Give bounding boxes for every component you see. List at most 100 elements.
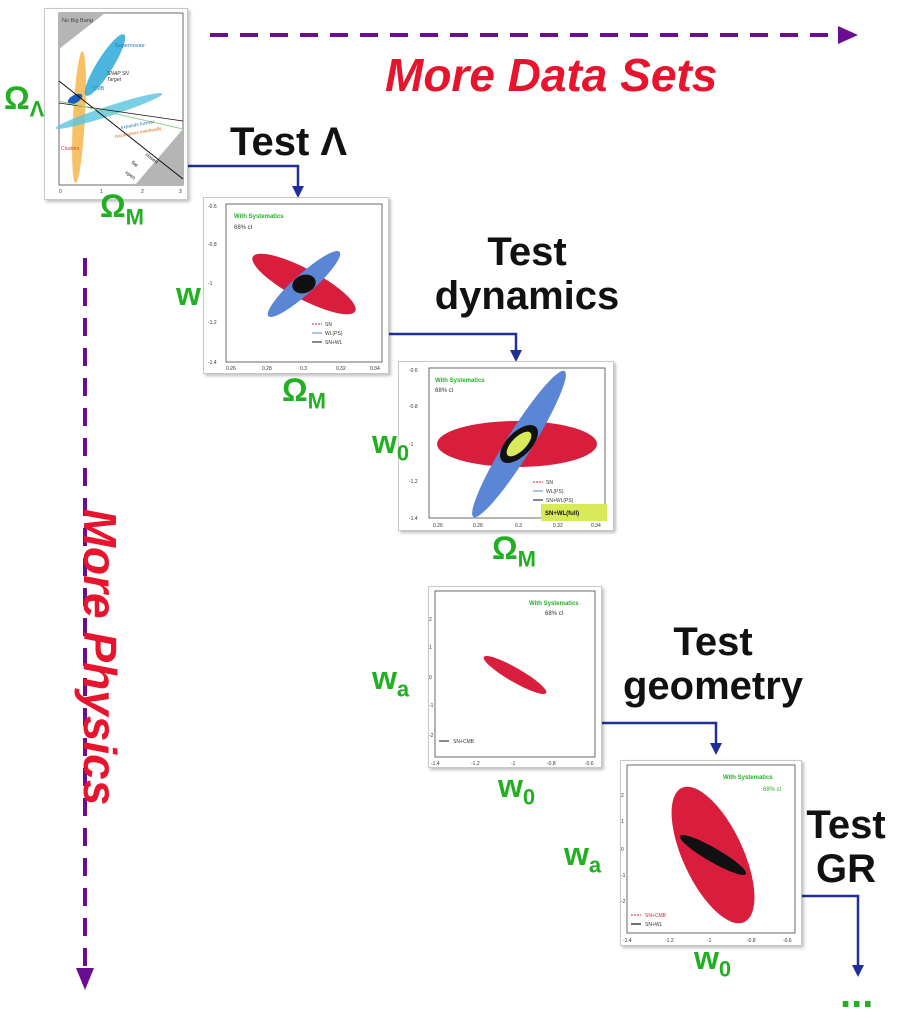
p1-tick-x3: 3 <box>179 189 182 195</box>
p4-tick-x0: -1.4 <box>431 761 440 767</box>
test-lambda-label: Test Λ <box>230 120 348 164</box>
p2-cl: 68% cl <box>234 225 252 231</box>
p3-tick-y3: -1.2 <box>409 479 418 485</box>
p1-y-axis-name: ΩΛ <box>4 80 45 122</box>
p2-tick-y1: -0.8 <box>208 242 217 248</box>
p2-tick-y0: -0.6 <box>208 204 217 210</box>
p5-x-axis-name: w0 <box>694 940 732 982</box>
p5-tick-x1: -1.2 <box>665 938 674 944</box>
test-geometry-line2: geometry <box>622 664 804 708</box>
p3-title: With Systematics <box>435 378 485 384</box>
test-gr-line1: Test <box>806 803 886 847</box>
p4-tick-x1: -1.2 <box>471 761 480 767</box>
p4-cl: 68% cl <box>545 611 563 617</box>
p2-tick-y4: -1.4 <box>208 360 217 366</box>
p3-cl: 68% cl <box>435 388 453 394</box>
p3-x-axis-name: ΩM <box>492 530 536 572</box>
p1-tick-x0: 0 <box>59 189 62 195</box>
p2-x-axis-name: ΩM <box>282 372 326 414</box>
p4-legend-0: SN+CMB <box>453 739 475 745</box>
p1-label-expands: expands forever <box>120 119 155 131</box>
panel-w-omega-m: With Systematics 68% cl SN WL(PS) SN+WL … <box>203 197 389 374</box>
p1-label-clusters: Clusters <box>61 146 80 152</box>
p2-tick-x4: 0.34 <box>370 366 380 372</box>
ellipsis-label: ... <box>840 972 874 1016</box>
test-gr-label: Test GR <box>796 803 896 891</box>
test-geometry-line1: Test <box>673 620 753 664</box>
p1-label-snap: SNAP SN <box>107 71 129 77</box>
panel-omega-lambda-omega-m: No Big Bang Supernovae SNAP SN Target CM… <box>44 8 188 200</box>
p3-tick-x2: 0.3 <box>515 523 522 529</box>
p3-badge: SN+WL(full) <box>545 511 579 517</box>
panel-wa-w0-sn-cmb: With Systematics 68% cl SN+CMB 2 1 0 -1 … <box>428 586 602 768</box>
p5-tick-y2: 0 <box>621 847 624 853</box>
p1-label-flat: flat <box>130 160 139 169</box>
more-data-sets-label: More Data Sets <box>385 49 718 101</box>
test-dynamics-line1: Test <box>487 230 567 274</box>
p4-title: With Systematics <box>529 601 579 607</box>
p5-legend-0: SN+CMB <box>645 913 667 919</box>
p3-tick-y1: -0.8 <box>409 404 418 410</box>
p1-label-cmb: CMB <box>93 86 105 92</box>
p3-tick-y4: -1.4 <box>409 516 418 522</box>
p5-tick-y1: 1 <box>621 819 624 825</box>
p1-label-supernovae: Supernovae <box>115 43 145 49</box>
p4-tick-y1: 1 <box>429 645 432 651</box>
test-geometry-label: Test geometry <box>608 620 818 708</box>
p4-tick-x3: -0.8 <box>547 761 556 767</box>
test-dynamics-line2: dynamics <box>434 274 620 318</box>
p2-tick-x0: 0.26 <box>226 366 236 372</box>
p5-title: With Systematics <box>723 775 773 781</box>
p2-y-axis-name: w <box>176 276 201 312</box>
p3-tick-x1: 0.28 <box>473 523 483 529</box>
p4-tick-y4: -2 <box>429 733 434 739</box>
p5-tick-x4: -0.6 <box>783 938 792 944</box>
p4-x-axis-name: w0 <box>498 768 536 810</box>
p5-legend-1: SN+WL <box>645 922 663 928</box>
p2-legend-1: WL(PS) <box>325 331 343 337</box>
p3-y-axis-name: w0 <box>372 424 410 466</box>
p1-label-open: open <box>124 170 137 182</box>
p1-label-nobigbang: No Big Bang <box>62 18 93 24</box>
p1-tick-x1: 1 <box>100 189 103 195</box>
p5-tick-x0: -1.4 <box>623 938 632 944</box>
panel-w0-omega-m: With Systematics 68% cl SN WL(PS) SN+WL(… <box>398 361 614 531</box>
p4-tick-y2: 0 <box>429 675 432 681</box>
panel-wa-w0-sn-wl: With Systematics 68% cl SN+CMB SN+WL 2 1… <box>620 760 802 946</box>
p5-tick-y3: -1 <box>621 873 626 879</box>
p4-tick-y0: 2 <box>429 617 432 623</box>
p5-tick-y0: 2 <box>621 793 624 799</box>
p5-tick-x3: -0.8 <box>747 938 756 944</box>
p3-tick-x3: 0.32 <box>553 523 563 529</box>
p2-tick-y2: -1 <box>208 281 213 287</box>
p1-label-snap2: Target <box>107 77 122 83</box>
p4-y-axis-name: wa <box>372 660 410 702</box>
test-dynamics-label: Test dynamics <box>412 230 642 318</box>
p1-x-axis-name: ΩM <box>100 188 144 230</box>
p5-tick-x2: -1 <box>707 938 712 944</box>
p3-legend-2: SN+WL(PS) <box>546 498 574 504</box>
p3-tick-x0: 0.26 <box>433 523 443 529</box>
p2-title: With Systematics <box>234 214 284 220</box>
p2-legend-0: SN <box>325 322 332 328</box>
p3-tick-x4: 0.34 <box>591 523 601 529</box>
p3-legend-0: SN <box>546 480 553 486</box>
more-data-sets-arrow <box>210 26 858 44</box>
test-gr-line2: GR <box>816 847 876 891</box>
p4-tick-x4: -0.6 <box>585 761 594 767</box>
p3-tick-y2: -1 <box>409 442 414 448</box>
p4-tick-y3: -1 <box>429 703 434 709</box>
p5-y-axis-name: wa <box>564 836 602 878</box>
p3-tick-y0: -0.6 <box>409 368 418 374</box>
p4-tick-x2: -1 <box>511 761 516 767</box>
p2-tick-x1: 0.28 <box>262 366 272 372</box>
p2-tick-x2: 0.3 <box>300 366 307 372</box>
p5-tick-y4: -2 <box>621 899 626 905</box>
p2-tick-y3: -1.2 <box>208 320 217 326</box>
p1-tick-x2: 2 <box>141 189 144 195</box>
p2-tick-x3: 0.32 <box>336 366 346 372</box>
p2-legend-2: SN+WL <box>325 340 343 346</box>
p5-cl: 68% cl <box>763 787 781 793</box>
more-physics-arrow <box>76 258 94 990</box>
